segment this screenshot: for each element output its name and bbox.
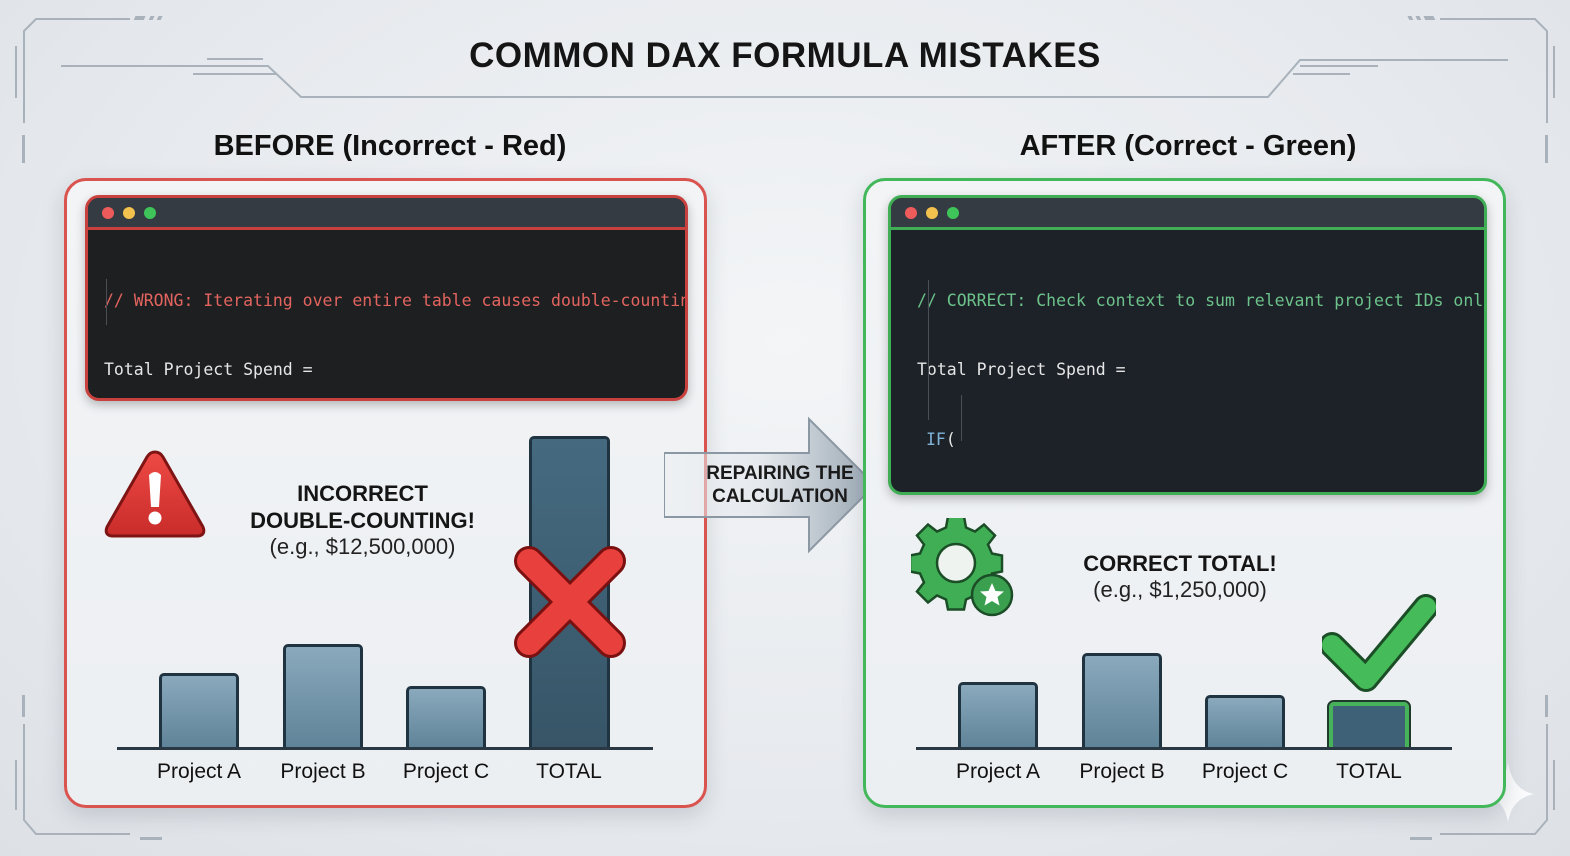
label-project-c: Project C [402,760,490,783]
before-window-titlebar [88,198,685,230]
code-function-if: IF [926,430,946,450]
warning-triangle-icon [104,450,206,538]
right-arrow-icon [664,416,877,554]
incorrect-callout-line1: INCORRECT [297,481,428,506]
indent-guide [961,395,962,441]
repair-arrow-label: REPAIRING THE CALCULATION [690,462,870,508]
code-line: Total Project Spend = [104,360,313,380]
after-code-block: // CORRECT: Check context to sum relevan… [891,230,1487,492]
indent-guide [928,280,929,420]
after-code-window: // CORRECT: Check context to sum relevan… [888,195,1487,495]
gear-star-icon [911,518,1014,617]
bar-project-b [1082,653,1162,748]
bar-project-c [406,686,486,748]
repair-label-line2: CALCULATION [712,486,848,507]
before-heading: BEFORE (Incorrect - Red) [213,130,567,162]
window-maximize-dot-icon [144,206,156,219]
incorrect-callout-title: INCORRECT DOUBLE-COUNTING! [225,480,500,534]
label-project-a: Project A [156,760,242,783]
correct-callout-title: CORRECT TOTAL! [1083,551,1277,576]
after-heading: AFTER (Correct - Green) [1019,130,1357,162]
bar-total-correct [1327,700,1411,750]
code-comment: // CORRECT: Check context to sum relevan… [917,290,1487,310]
label-project-b: Project B [280,760,366,783]
label-project-a: Project A [955,760,1041,783]
window-maximize-dot-icon [947,206,959,219]
indent-guide [106,279,107,325]
green-check-icon [1322,594,1436,692]
label-project-c: Project C [1201,760,1289,783]
correct-example-value: (e.g., $1,250,000) [1093,577,1267,602]
incorrect-callout-line2: DOUBLE-COUNTING! [250,508,475,533]
window-minimize-dot-icon [926,206,938,219]
window-close-dot-icon [905,206,917,219]
label-total: TOTAL [1336,760,1402,783]
bar-project-a [958,682,1038,748]
window-close-dot-icon [102,206,114,219]
red-x-icon [514,546,626,658]
bar-project-a [159,673,239,748]
window-minimize-dot-icon [123,206,135,219]
chart-baseline [117,747,653,750]
code-paren: ( [945,430,956,450]
page-title: COMMON DAX FORMULA MISTAKES [469,36,1101,75]
bar-project-c [1205,695,1285,748]
bar-project-b [283,644,363,748]
repair-label-line1: REPAIRING THE [706,463,854,484]
code-comment: // WRONG: Iterating over entire table ca… [104,290,688,310]
incorrect-example-value: (e.g., $12,500,000) [269,534,456,559]
label-total: TOTAL [536,760,602,783]
code-line-if: IF( [917,428,1484,451]
label-project-b: Project B [1079,760,1165,783]
before-code-block: // WRONG: Iterating over entire table ca… [88,230,688,398]
chart-baseline [916,747,1452,750]
code-line: Total Project Spend = [917,360,1126,380]
before-code-window: // WRONG: Iterating over entire table ca… [85,195,688,401]
after-window-titlebar [891,198,1484,230]
